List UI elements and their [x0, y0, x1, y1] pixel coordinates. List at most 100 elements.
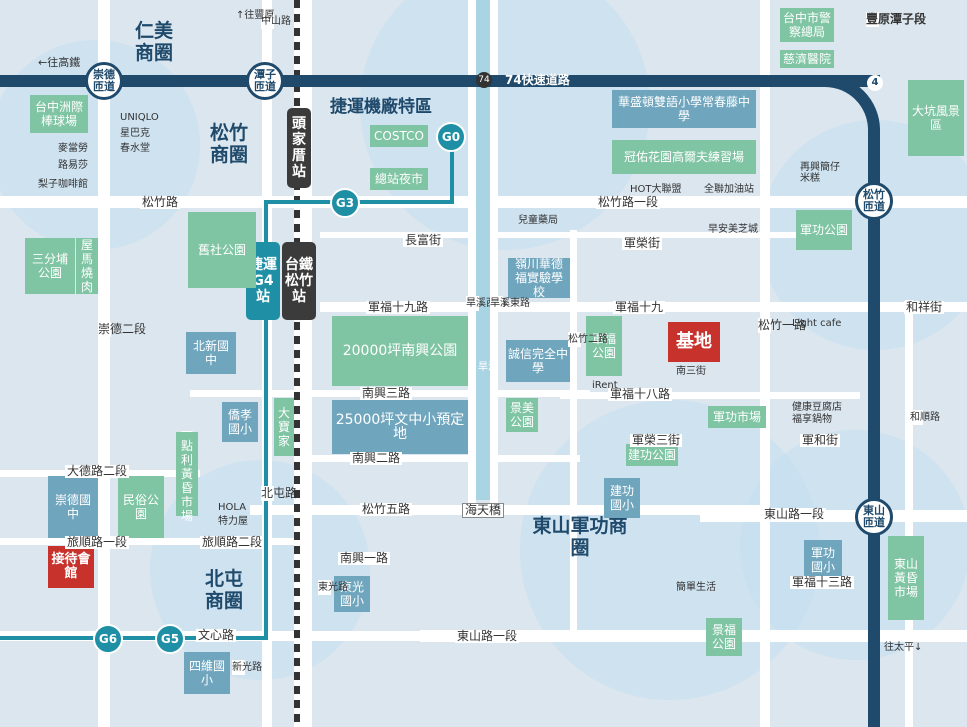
label-junrong3: 軍榮三街: [630, 433, 683, 447]
area-jiangong-es: 建功國小: [604, 478, 640, 518]
road-chongde: [98, 0, 110, 727]
area-ballpark: 台中洲際棒球場: [30, 95, 88, 133]
station-rail-songzhu[interactable]: 台鐵松竹站: [282, 242, 316, 320]
label-river: 旱溪: [478, 362, 498, 373]
area-sanfeng: 三分埔公園: [25, 238, 75, 294]
interchange-tanzi[interactable]: 潭子匝道: [246, 62, 284, 100]
label-nanxing3: 南興三路: [360, 386, 413, 400]
poi-nanbang: 南三街: [676, 366, 706, 377]
label-dongshan-upper: 東山路一段: [762, 507, 827, 521]
district-dongshan: 東山軍功商圈: [532, 515, 628, 559]
highway-number: 74: [476, 72, 492, 88]
area-junfu-es: 軍功國小: [804, 540, 842, 580]
label-songzhu5: 松竹五路: [360, 502, 413, 516]
poi-hola: HOLA: [218, 502, 247, 513]
label-songzhu2: 松竹二路: [568, 332, 608, 347]
area-costco: COSTCO: [370, 125, 428, 147]
area-dongshan-market: 東山黃昏市場: [888, 536, 924, 620]
area-siwei: 四維國小: [184, 652, 230, 694]
interchange-dongshan[interactable]: 東山匝道: [855, 498, 893, 536]
river-hanxi: [476, 0, 490, 500]
road-songzhu2: [570, 230, 577, 640]
poi-lizi: 梨子咖啡館: [38, 179, 88, 190]
road-dongshan: [420, 630, 967, 642]
area-junfu-market: 軍功市場: [708, 406, 766, 428]
highway-74-vertical: [868, 130, 880, 727]
station-toujia[interactable]: 頭家厝站: [287, 108, 311, 188]
poi-chunshuitang: 春水堂: [120, 143, 150, 154]
label-chongde2: 崇德二段: [98, 322, 147, 337]
area-dajia: 大寶家: [274, 398, 294, 456]
area-jiushe: 舊社公園: [188, 212, 256, 288]
metro-g5[interactable]: G5: [155, 624, 185, 654]
area-nanxing20000: 20000坪南興公園: [332, 316, 468, 386]
area-huasheng: 華盛頓雙語小學常春藤中學: [612, 90, 756, 128]
label-xinguang: 新光路: [232, 660, 262, 675]
poi-fuxing: 福享鍋物: [792, 414, 832, 425]
interchange-songzhu[interactable]: 松竹匝道: [855, 182, 893, 220]
label-haitian: 海天橋: [462, 503, 505, 518]
road-songzhu1: [760, 0, 770, 727]
metro-line-h: [0, 636, 268, 640]
label-dahe2: 大德路二段: [65, 464, 130, 478]
label-songzhu1: 松竹一路: [758, 318, 807, 333]
area-junfu-park: 軍福公園: [586, 316, 622, 376]
road-fuxi: [468, 0, 476, 510]
area-jiangong: 建功公園: [626, 444, 678, 466]
highway-74: [0, 75, 880, 87]
poi-mcd: 麥當勞: [58, 143, 88, 154]
poi-lubu: 路易莎: [58, 160, 88, 171]
poi-irent: iRent: [592, 380, 618, 391]
area-wujia: 屋馬燒肉: [76, 238, 98, 294]
metro-line-v: [264, 200, 268, 640]
road-heshun: [905, 300, 913, 727]
interchange-chongde[interactable]: 崇德匝道: [85, 62, 123, 100]
label-songzhu-rd: 松竹路: [140, 195, 181, 209]
metro-g6[interactable]: G6: [93, 624, 123, 654]
label-junfu19: 軍福十九路: [366, 300, 431, 314]
metro-g0[interactable]: G0: [436, 122, 466, 152]
area-guanyou: 冠佑花園高爾夫練習場: [612, 140, 756, 174]
poi-mrjian: 簡單生活: [676, 582, 716, 593]
district-songzhu: 松竹商圈: [209, 122, 248, 166]
poi-lightcafe: Light cafe: [792, 318, 842, 329]
label-nanxing1: 南興一路: [338, 551, 391, 565]
area-wenzhong25000: 25000坪文中小預定地: [332, 400, 468, 454]
area-beixin: 北新國中: [186, 332, 236, 374]
poi-hot: HOT大聯盟: [630, 184, 682, 195]
area-reception[interactable]: 接待會館: [48, 546, 94, 588]
label-dongshan-1: 東山路一段: [455, 629, 520, 643]
label-lvshun1: 旅順路一段: [65, 535, 130, 549]
label-junfu13: 軍福十三路: [790, 575, 855, 589]
label-fuxi: 旱溪西路: [466, 296, 506, 311]
area-minsu: 民俗公園: [118, 476, 164, 538]
poi-qixing: 兒童藥局: [518, 215, 558, 226]
label-lvshun2: 旅順路二段: [200, 535, 265, 549]
poi-zaixing: 再興簡仔米糕: [800, 162, 840, 184]
poi-meilin: 早安美芝城: [708, 224, 758, 235]
label-changfu: 長富街: [403, 233, 444, 247]
poi-tiliwu: 特力屋: [218, 516, 248, 527]
area-site[interactable]: 基地: [668, 322, 720, 362]
district-beitun: 北屯商圈: [204, 568, 243, 612]
area-night-market: 總站夜市: [370, 168, 428, 190]
label-nanxing2: 南興二路: [350, 451, 403, 465]
highway-vertical-name: 豐原潭子段: [866, 12, 927, 27]
label-songzhu-1: 松竹路一段: [596, 195, 661, 209]
zone-right2: [740, 430, 967, 660]
area-chongde-jh: 崇德國中: [48, 476, 98, 538]
label-dongguang: 東光路: [318, 580, 348, 595]
road-junfu18: [560, 392, 860, 399]
metro-g3[interactable]: G3: [330, 188, 360, 218]
label-junrong: 軍榮街: [622, 236, 663, 250]
label-zhongshan: 中山路: [261, 14, 291, 29]
area-jingmei: 景美公園: [506, 398, 538, 432]
poi-uniqlo: UNIQLO: [120, 112, 159, 123]
area-chuanxiao: 僑孝國小: [222, 402, 258, 442]
road-fudong: [490, 0, 498, 510]
label-to-fengyuan: ↑往豐原: [236, 10, 275, 21]
road-changfu: [320, 232, 800, 238]
label-heshun: 和順路: [910, 410, 940, 425]
road-nanxing2: [300, 455, 580, 462]
